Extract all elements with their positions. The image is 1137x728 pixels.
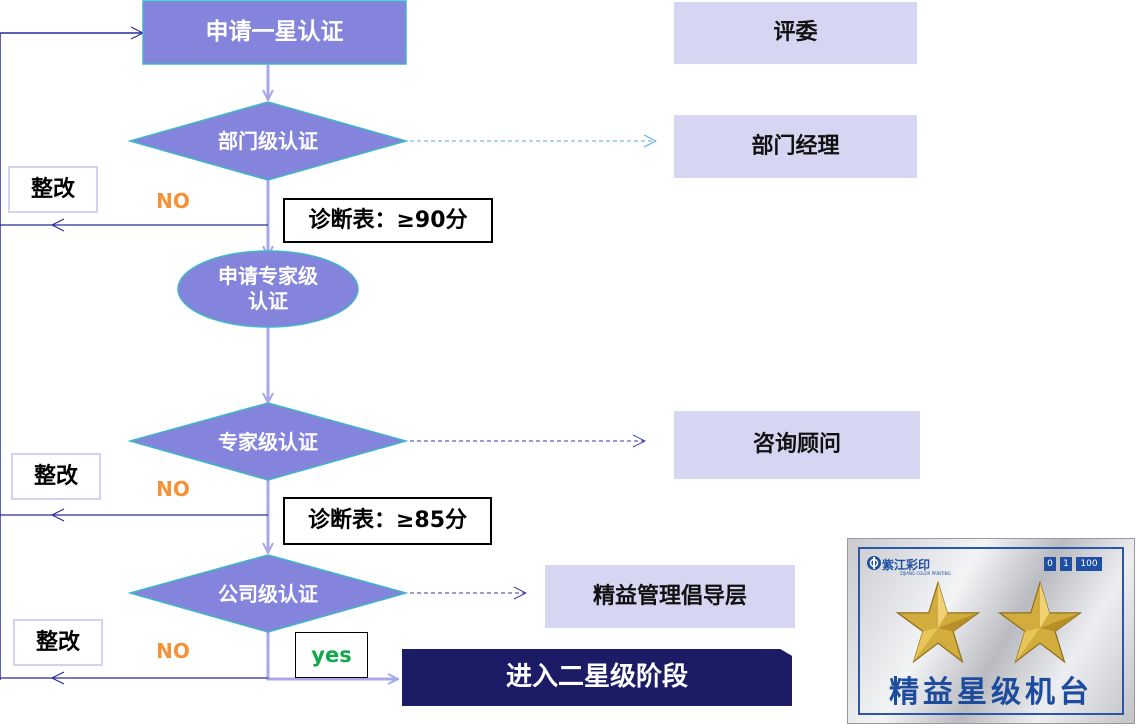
expert-check-diamond[interactable] [127,402,409,481]
star-plaque-image: 紫江彩印 ZIJIANG COLOR PRINTING 0 1 100 精益星级… [847,538,1135,724]
plaque-counter-0: 0 [1044,557,1056,571]
score-box-expert: 诊断表：≥85分 [283,497,492,545]
loop-back-line [0,33,143,680]
plaque-title: 精益星级机台 [889,675,1093,710]
brand-logo-icon [867,556,881,570]
expert-check-label: 专家级认证 [218,429,318,454]
apply-expert-label: 申请专家级认证 [218,264,318,313]
plaque-brand-en: ZIJIANG COLOR PRINTING [900,571,951,576]
flow-arrow-yes [266,632,398,679]
start-box-label: 申请一星认证 [205,19,344,46]
yes-label: yes [295,632,368,678]
rectify-box-1: 整改 [8,166,98,213]
no-label-2: NO [156,476,190,501]
role-dept-manager: 部门经理 [674,115,917,178]
plaque-counter-1: 1 [1060,557,1072,571]
apply-expert-ellipse[interactable] [177,250,359,328]
rectify-box-3: 整改 [13,619,103,666]
gold-star-icon-1 [896,581,980,664]
next-stage-banner[interactable]: 进入二星级阶段 [402,649,792,706]
plaque-border [858,547,1124,715]
role-judges: 评委 [674,2,917,64]
company-check-diamond[interactable] [127,554,409,633]
role-lean-advocates: 精益管理倡导层 [545,565,795,628]
score-box-dept: 诊断表：≥90分 [283,198,493,243]
dept-check-diamond[interactable] [127,101,409,181]
dept-check-label: 部门级认证 [218,128,318,153]
start-box[interactable] [142,0,407,65]
gold-star-icon-2 [998,581,1082,664]
rectify-box-2: 整改 [11,453,101,500]
plaque-counter-2: 100 [1076,557,1102,571]
plaque-brand: 紫江彩印 [882,558,931,572]
no-label-1: NO [156,188,190,213]
role-consultant: 咨询顾问 [674,411,920,479]
company-check-label: 公司级认证 [218,581,318,606]
no-label-3: NO [156,638,190,663]
